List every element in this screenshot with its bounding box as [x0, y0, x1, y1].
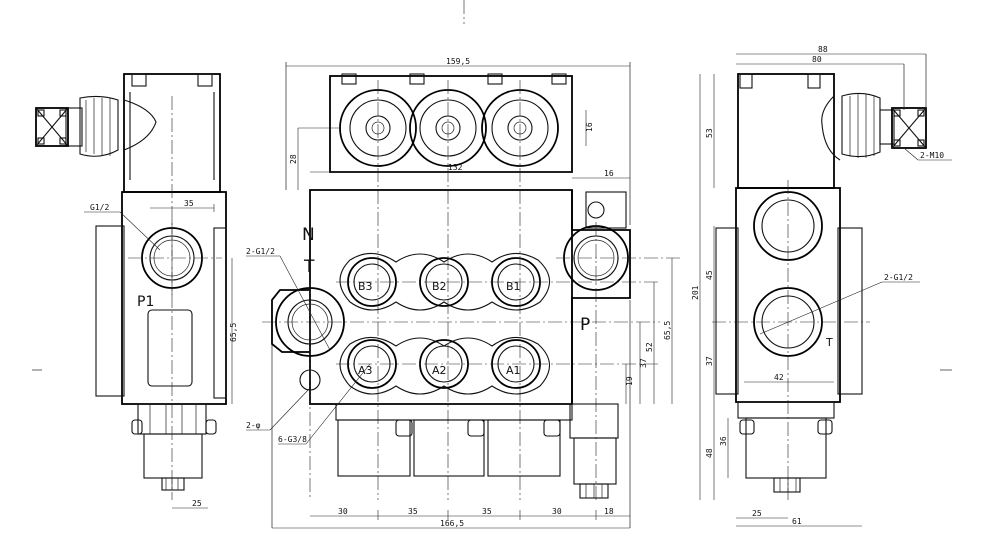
label-2-m10: 2-M10	[920, 151, 944, 160]
dim-166-5: 166,5	[440, 519, 464, 528]
dim-36: 36	[719, 436, 728, 446]
dim-25-right: 25	[752, 509, 762, 518]
dim-35-b: 35	[482, 507, 492, 516]
left-side-view: 35 G1/2 P1 65,5 25	[35, 73, 238, 509]
dim-42: 42	[774, 373, 784, 382]
label-2-g12-right: 2-G1/2	[884, 273, 913, 282]
dim-28: 28	[289, 154, 298, 164]
label-2-g12-left: 2-G1/2	[246, 247, 275, 256]
dim-left-25: 25	[192, 499, 202, 508]
dim-61: 61	[792, 517, 802, 526]
label-g12: G1/2	[90, 203, 109, 212]
label-b3: B3	[358, 280, 373, 293]
dim-201: 201	[691, 285, 700, 300]
dim-65-5: 65,5	[663, 321, 672, 340]
dim-16-top: 16	[604, 169, 614, 178]
label-2-phi: 2-φ	[246, 421, 261, 430]
dim-16-side: 16	[585, 122, 594, 132]
dim-37-right: 37	[705, 356, 714, 366]
label-6-g38: 6-G3/8	[278, 435, 307, 444]
label-t: T	[303, 257, 315, 277]
dim-35-a: 35	[408, 507, 418, 516]
dim-30-b: 30	[552, 507, 562, 516]
dim-48: 48	[705, 448, 714, 458]
label-b1: B1	[506, 280, 521, 293]
label-a2: A2	[432, 364, 447, 377]
dim-52: 52	[645, 342, 654, 352]
right-side-view: 88 80 53 201 45 37 42 48 36 25 61 2-M10 …	[691, 45, 952, 527]
label-a3: A3	[358, 364, 373, 377]
dim-45: 45	[705, 270, 714, 280]
label-t-right: T	[825, 336, 833, 349]
dim-88: 88	[818, 45, 828, 54]
label-n: N	[302, 225, 315, 245]
dim-159-5: 159,5	[446, 57, 470, 66]
dim-left-65-5: 65,5	[229, 323, 238, 342]
label-p: P	[580, 315, 590, 335]
label-b2: B2	[432, 280, 447, 293]
dim-132: 132	[448, 163, 463, 172]
label-a1: A1	[506, 364, 521, 377]
dim-53: 53	[705, 128, 714, 138]
dim-37: 37	[639, 358, 648, 368]
dim-18: 18	[604, 507, 614, 516]
dim-19: 19	[625, 376, 634, 386]
dim-30-a: 30	[338, 507, 348, 516]
dim-80: 80	[812, 55, 822, 64]
label-p1: P1	[137, 294, 154, 310]
front-view: 159,5 132 16 16 28 65,5 52 37 19 30 35 3…	[246, 57, 680, 529]
dim-left-35: 35	[184, 199, 194, 208]
